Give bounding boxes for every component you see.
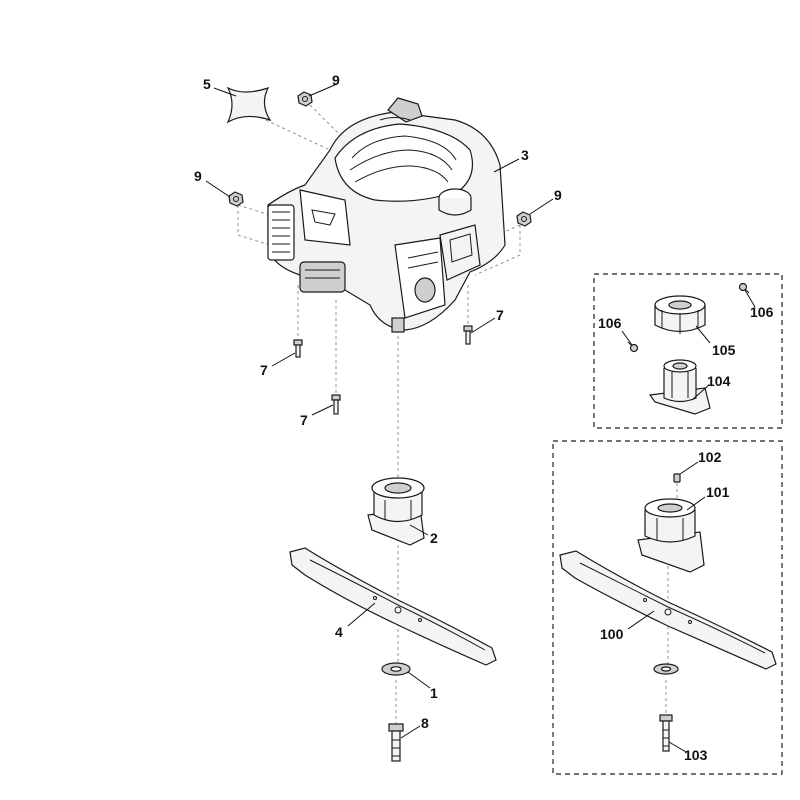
bolt-part-7-right xyxy=(463,325,473,345)
callout-3: 3 xyxy=(521,147,529,163)
washer-part-100-set xyxy=(653,663,679,675)
blade-part-100 xyxy=(559,550,777,670)
callout-9-top: 9 xyxy=(332,72,340,88)
callout-104: 104 xyxy=(707,373,731,389)
callout-8: 8 xyxy=(421,715,429,731)
washer-part-1 xyxy=(381,662,411,676)
optional-kit-box-upper xyxy=(593,273,783,429)
nut-part-9-left xyxy=(228,191,244,207)
callout-106-left: 106 xyxy=(598,315,622,331)
nut-part-9-top xyxy=(297,91,313,107)
optional-kit-box-lower xyxy=(552,440,783,775)
engine-part-3 xyxy=(267,97,506,333)
callout-1: 1 xyxy=(430,685,438,701)
callout-9-left: 9 xyxy=(194,168,202,184)
callout-103: 103 xyxy=(684,747,708,763)
bolt-part-103 xyxy=(659,714,673,752)
bolt-part-8 xyxy=(388,723,404,762)
callout-2: 2 xyxy=(430,530,438,546)
callout-7-left-upper: 7 xyxy=(260,362,268,378)
screw-part-106-right xyxy=(738,282,750,294)
nut-part-9-right xyxy=(516,211,532,227)
blade-part-4 xyxy=(289,547,497,666)
screw-part-106-left xyxy=(627,341,639,353)
callout-leader-lines xyxy=(205,83,756,753)
callout-9-right: 9 xyxy=(554,187,562,203)
callout-7-left-lower: 7 xyxy=(300,412,308,428)
callout-105: 105 xyxy=(712,342,736,358)
blade-adaptor-part-2 xyxy=(367,477,425,546)
callout-106-right: 106 xyxy=(750,304,774,320)
callout-4: 4 xyxy=(335,624,343,640)
pulley-part-105 xyxy=(654,295,706,334)
decal-part-5 xyxy=(226,86,272,124)
callout-102: 102 xyxy=(698,449,722,465)
key-part-102 xyxy=(673,473,681,483)
callout-5: 5 xyxy=(203,76,211,92)
callout-101: 101 xyxy=(706,484,730,500)
bolt-part-7-left-lower xyxy=(331,394,341,415)
blade-adaptor-part-101 xyxy=(637,498,705,573)
callout-100: 100 xyxy=(600,626,624,642)
callout-7-right: 7 xyxy=(496,307,504,323)
blade-adaptor-part-104 xyxy=(648,359,711,415)
callout-labels: 5 9 3 9 9 7 7 7 2 4 1 8 106 106 105 104 … xyxy=(194,72,774,763)
bolt-part-7-left-upper xyxy=(293,339,303,358)
